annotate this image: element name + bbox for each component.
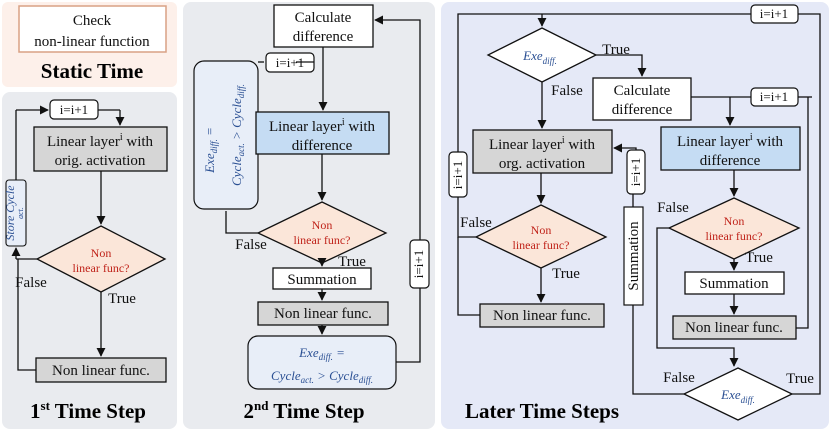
svg-text:act.: act. bbox=[16, 207, 25, 219]
later-summation-vertical-box: Summation bbox=[623, 206, 644, 306]
svg-text:Non: Non bbox=[312, 218, 333, 232]
svg-text:Calculate: Calculate bbox=[295, 10, 352, 26]
svg-text:Exediff. =: Exediff. = bbox=[298, 345, 345, 362]
svg-text:linear func?: linear func? bbox=[706, 229, 763, 243]
later-linear-orig-box: Linear layeri with org. activation bbox=[472, 129, 613, 174]
later-left-increment-badge: i=i+1 bbox=[448, 151, 468, 198]
svg-text:difference: difference bbox=[612, 102, 673, 118]
later-true-label-right: True bbox=[745, 250, 773, 266]
svg-text:Cycleact. > Cyclediff.: Cycleact. > Cyclediff. bbox=[271, 368, 373, 385]
later-true-label-bottom: True bbox=[786, 371, 814, 387]
svg-text:Summation: Summation bbox=[287, 272, 357, 288]
step2-side-condition-box: Exediff. = Cycleact. > Cyclediff. bbox=[193, 60, 259, 210]
step1-true-label: True bbox=[108, 291, 136, 307]
svg-text:Linear layeri with: Linear layeri with bbox=[677, 132, 784, 150]
later-linear-diff-box: Linear layeri with difference bbox=[660, 126, 801, 171]
step2-calculate-box: Calculate difference bbox=[273, 4, 374, 48]
svg-text:Exediff. =: Exediff. = bbox=[202, 127, 219, 174]
svg-text:Calculate: Calculate bbox=[614, 83, 671, 99]
svg-text:Summation: Summation bbox=[626, 221, 642, 291]
check-nonlinear-box: Check non-linear function bbox=[18, 5, 167, 53]
svg-text:Non linear func.: Non linear func. bbox=[685, 320, 783, 336]
step2-linear-layer-box: Linear layeri with difference bbox=[255, 111, 390, 155]
svg-text:linear func?: linear func? bbox=[73, 261, 130, 275]
later-title: Later Time Steps bbox=[465, 399, 619, 423]
svg-text:Linear layeri with: Linear layeri with bbox=[269, 117, 376, 135]
later-top-increment-badge: i=i+1 bbox=[750, 4, 799, 24]
step1-store-cycle-box: StoreCycle act. bbox=[3, 179, 27, 247]
svg-text:linear func?: linear func? bbox=[513, 238, 570, 252]
svg-text:orig. activation: orig. activation bbox=[55, 153, 146, 169]
svg-text:Non: Non bbox=[724, 214, 745, 228]
svg-text:Non: Non bbox=[91, 246, 112, 260]
svg-text:difference: difference bbox=[700, 153, 761, 169]
step2-vertical-increment-badge: i=i+1 bbox=[409, 239, 430, 289]
svg-text:Linear layeri with: Linear layeri with bbox=[489, 135, 596, 153]
svg-text:Cycleact. > Cyclediff.: Cycleact. > Cyclediff. bbox=[229, 84, 246, 186]
step2-true-label: True bbox=[338, 254, 366, 270]
later-calculate-box: Calculate difference bbox=[592, 77, 692, 121]
svg-text:i=i+1: i=i+1 bbox=[760, 89, 788, 104]
step2-decision-diamond: Non linear func? bbox=[256, 201, 388, 264]
check-label-line1: Check bbox=[73, 13, 112, 29]
svg-text:Exediff.: Exediff. bbox=[720, 387, 755, 405]
svg-text:i=i+1: i=i+1 bbox=[628, 158, 643, 186]
later-true-label-left: True bbox=[552, 266, 580, 282]
later-false-label-top: False bbox=[551, 83, 583, 99]
step1-decision-diamond: Non linear func? bbox=[35, 225, 167, 293]
svg-text:i=i+1: i=i+1 bbox=[760, 6, 788, 21]
step2-increment-badge: i=i+1 bbox=[265, 52, 315, 73]
step1-increment-badge: i=i+1 bbox=[49, 99, 99, 120]
step2-edges bbox=[225, 15, 421, 363]
svg-text:Exediff.: Exediff. bbox=[522, 48, 557, 66]
svg-text:linear func?: linear func? bbox=[294, 233, 351, 247]
later-false-label-right: False bbox=[657, 200, 689, 216]
svg-text:Linear layeri with: Linear layeri with bbox=[47, 132, 154, 150]
later-center-increment-badge: i=i+1 bbox=[626, 149, 646, 195]
svg-text:i=i+1: i=i+1 bbox=[276, 55, 304, 70]
step1-linear-layer-box: Linear layeri with orig. activation bbox=[33, 126, 168, 172]
svg-text:difference: difference bbox=[292, 138, 353, 154]
step2-false-label: False bbox=[235, 237, 267, 253]
step1-nonlinear-box: Non linear func. bbox=[35, 357, 167, 383]
svg-text:i=i+1: i=i+1 bbox=[450, 161, 465, 189]
svg-text:Summation: Summation bbox=[699, 276, 769, 292]
svg-text:Non linear func.: Non linear func. bbox=[274, 306, 372, 322]
step2-bottom-condition-box: Exediff. = Cycleact. > Cyclediff. bbox=[247, 335, 397, 390]
later-nonlinear-right-box: Non linear func. bbox=[672, 315, 797, 340]
step2-title: 2nd Time Step bbox=[243, 398, 364, 423]
later-false-label-bottom: False bbox=[663, 370, 695, 386]
static-time-title: Static Time bbox=[41, 59, 143, 83]
step1-edges bbox=[11, 105, 125, 371]
svg-text:Non linear func.: Non linear func. bbox=[52, 363, 150, 379]
step1-false-label: False bbox=[15, 275, 47, 291]
check-label-line2: non-linear function bbox=[34, 34, 150, 50]
later-nonlinear-left-box: Non linear func. bbox=[479, 303, 605, 328]
later-summation-box: Summation bbox=[684, 271, 785, 295]
svg-text:org. activation: org. activation bbox=[499, 156, 586, 172]
step2-summation-box: Summation bbox=[272, 267, 372, 290]
later-false-label-left: False bbox=[460, 215, 492, 231]
later-mid-increment-badge: i=i+1 bbox=[750, 87, 799, 107]
svg-text:Non: Non bbox=[531, 223, 552, 237]
step2-nonlinear-box: Non linear func. bbox=[257, 301, 389, 326]
later-exe-next-diamond: Exediff. bbox=[682, 367, 794, 421]
svg-text:StoreCycle: StoreCycle bbox=[3, 185, 17, 241]
later-exe-diff-diamond: Exediff. bbox=[486, 27, 598, 83]
svg-text:i=i+1: i=i+1 bbox=[60, 102, 88, 117]
step1-title: 1st Time Step bbox=[30, 398, 146, 423]
svg-text:difference: difference bbox=[293, 29, 354, 45]
later-edges bbox=[457, 13, 821, 395]
later-true-label-top: True bbox=[602, 42, 630, 58]
svg-text:i=i+1: i=i+1 bbox=[411, 250, 426, 278]
svg-text:Non linear func.: Non linear func. bbox=[493, 308, 591, 324]
